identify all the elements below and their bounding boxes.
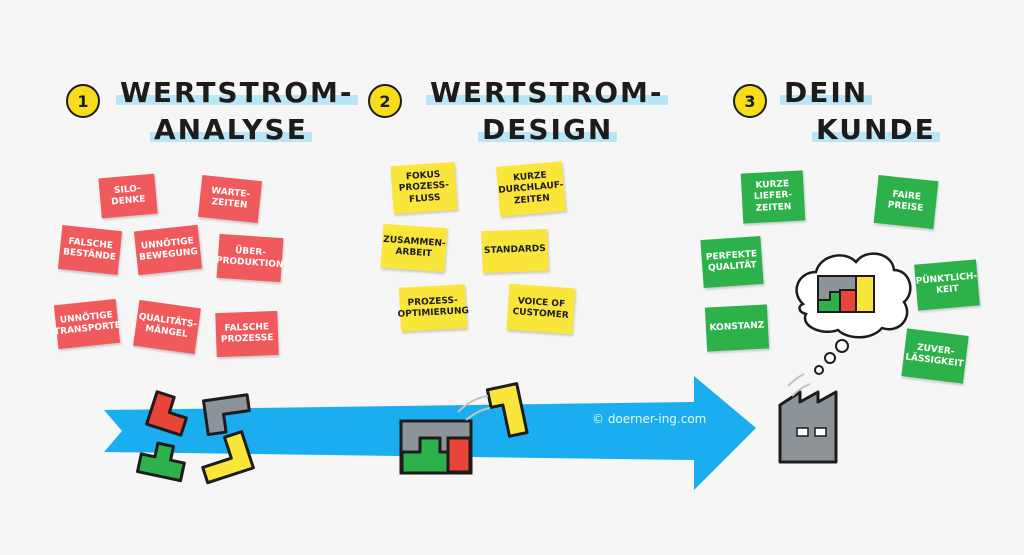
note-kurze-durchlaufzeiten: Kurze Durchlauf- zeiten (495, 161, 567, 217)
step-title-line2: Analyse (150, 113, 312, 146)
note-voice-of-customer: Voice of Customer (506, 283, 576, 335)
note-unnoetige-transporte: Unnötige Transporte (54, 298, 121, 350)
note-unnoetige-bewegung: Unnötige Bewegung (133, 224, 203, 276)
note-standards: Standards (481, 228, 549, 274)
note-faire-preise: Faire Preise (873, 174, 939, 230)
note-falsche-bestaende: Falsche Bestände (57, 224, 123, 276)
tetris-stack (399, 419, 473, 475)
note-falsche-prozesse: Falsche Prozesse (215, 310, 279, 358)
step-title-line2: Design (478, 113, 618, 146)
note-ueberproduktion: Über- produktion (216, 233, 284, 283)
note-silo-denke: Silo- Denke (98, 173, 158, 219)
note-puenktlichkeit: Pünktlich- keit (914, 259, 980, 311)
note-konstanz: Konstanz (704, 304, 770, 352)
note-perfekte-qualitaet: Perfekte Qualität (700, 235, 764, 289)
note-wartezeiten: Warte- zeiten (197, 174, 263, 224)
note-prozessoptimierung: Prozess- optimierung (397, 284, 469, 332)
step-title-line1: Wertstrom- (426, 76, 668, 109)
step-title-line2: Kunde (812, 113, 940, 146)
step-title-line1: Wertstrom- (116, 76, 358, 109)
tetris-piece-red-1 (145, 390, 188, 437)
tetris-piece-yellow-falling (485, 382, 529, 438)
note-fokus-prozessfluss: Fokus Prozess- Fluss (390, 161, 458, 215)
thought-cloud (795, 252, 912, 375)
copyright-credit: © doerner-ing.com (592, 412, 707, 426)
tetris-piece-green-1 (136, 441, 186, 483)
tetris-piece-gray-1 (202, 393, 251, 437)
step-number-badge: 2 (368, 84, 402, 118)
note-kurze-lieferzeiten: Kurze Liefer- zeiten (740, 170, 806, 224)
factory-icon (778, 373, 838, 464)
note-zuverlaessigkeit: Zuver- lässigkeit (901, 328, 969, 384)
step-number-badge: 1 (66, 84, 100, 118)
note-zusammenarbeit: Zusammen- arbeit (380, 223, 448, 273)
note-qualitaetsmaengel: Qualitäts- mängel (133, 299, 201, 355)
tetris-piece-yellow-1 (201, 430, 255, 485)
step-number-badge: 3 (733, 84, 767, 118)
step-title-line1: Dein (780, 76, 873, 109)
